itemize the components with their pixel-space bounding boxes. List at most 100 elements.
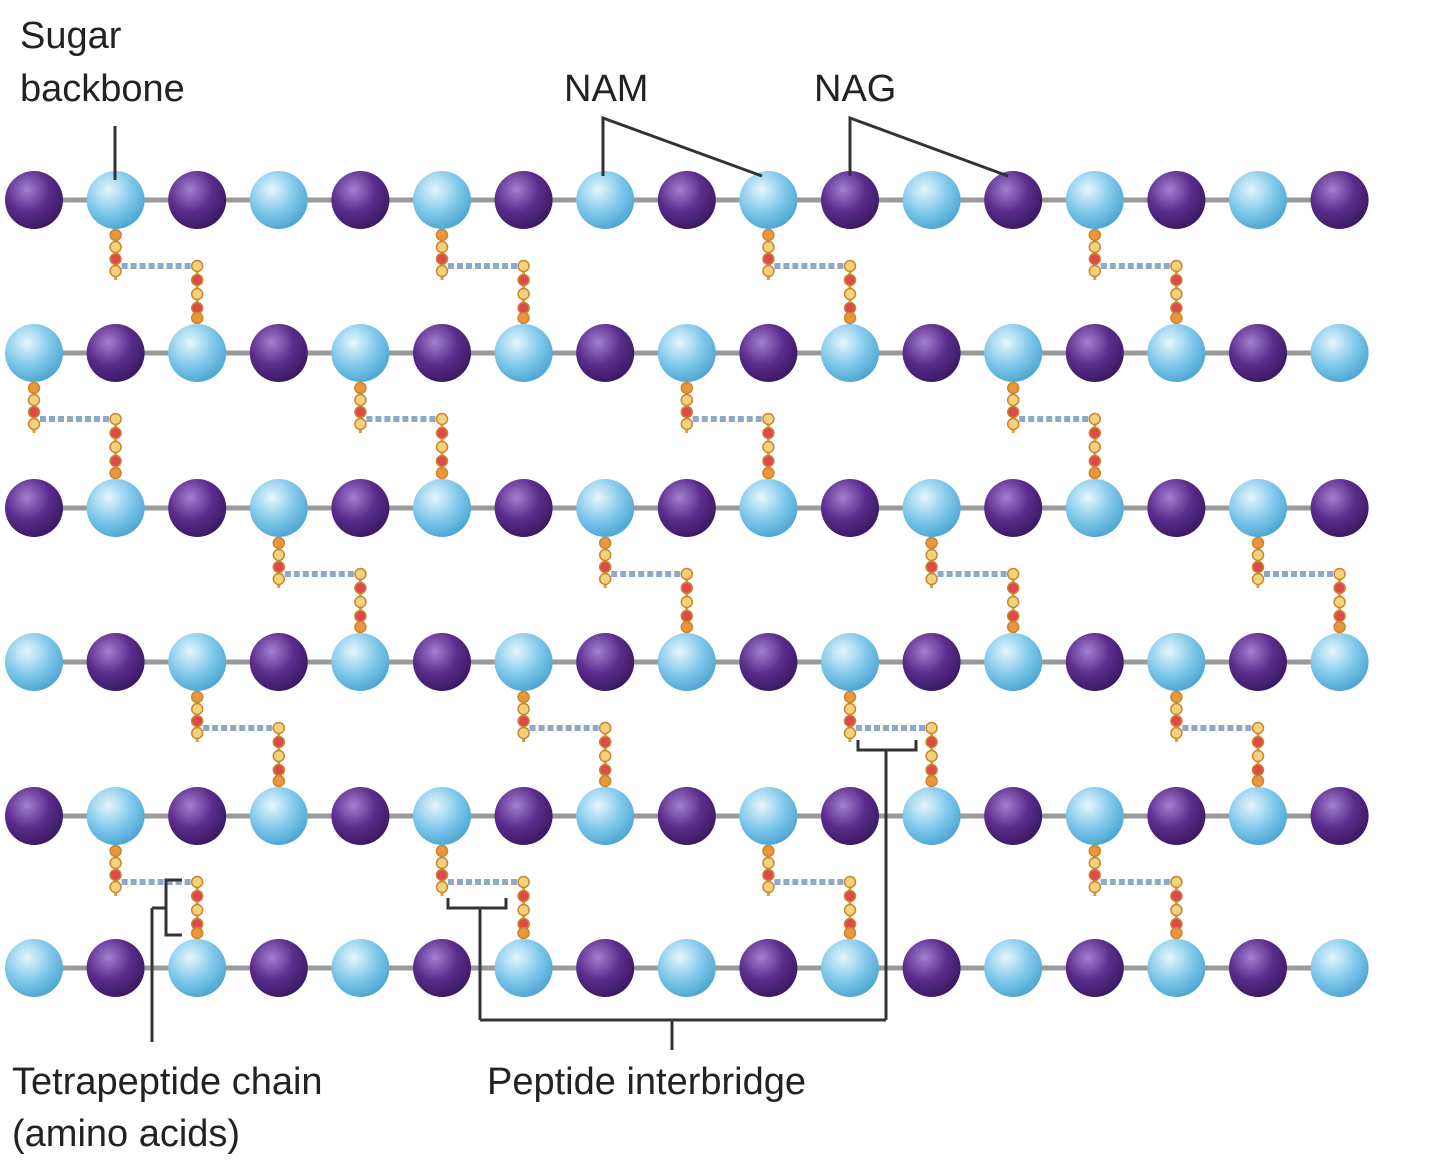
amino-acid: [190, 702, 204, 716]
label-nam: NAM: [564, 68, 648, 110]
nam-sugar-r0-c11: [902, 171, 961, 229]
amino-acid: [435, 252, 449, 266]
nag-sugar-r2-c14: [1147, 479, 1206, 537]
amino-acid: [680, 581, 694, 595]
crosslink-r2-3: [1251, 536, 1346, 634]
label-tetrapeptide-line1: Tetrapeptide chain: [12, 1061, 323, 1103]
nag-sugar-r4-c8: [657, 787, 716, 845]
amino-acid: [354, 581, 367, 595]
nag-sugar-r4-c0: [5, 787, 63, 845]
nam-sugar-r3-c0: [5, 633, 63, 691]
amino-acid: [435, 412, 449, 426]
amino-acid: [1170, 690, 1183, 704]
amino-acid: [1170, 726, 1183, 740]
amino-acid: [27, 393, 41, 407]
nam-sugar-r4-c1: [86, 787, 145, 845]
amino-acid: [354, 567, 367, 581]
amino-acid: [109, 228, 122, 242]
nag-sugar-r0-c12: [984, 171, 1043, 229]
amino-acid: [843, 702, 857, 716]
amino-acid: [272, 536, 286, 550]
amino-acid: [517, 311, 530, 325]
amino-acid: [762, 440, 775, 454]
nam-sugar-r5-c8: [657, 939, 716, 997]
crosslink-r0-2: [762, 228, 857, 325]
nag-sugar-r3-c7: [576, 633, 635, 691]
amino-acid: [190, 726, 204, 740]
crosslink-r1-0: [27, 381, 122, 480]
crosslink-r2-0: [272, 536, 367, 634]
nag-sugar-r4-c12: [984, 787, 1043, 845]
amino-acid: [843, 287, 857, 301]
nam-sugar-r3-c2: [168, 633, 227, 691]
nam-sugar-r5-c16: [1310, 939, 1369, 997]
amino-acid: [1251, 572, 1265, 586]
amino-acid: [598, 721, 612, 735]
amino-acid: [925, 536, 938, 550]
amino-acid: [435, 454, 449, 468]
amino-acid: [109, 880, 122, 894]
amino-acid: [354, 381, 367, 395]
nag-sugar-r1-c13: [1065, 324, 1124, 382]
nam-sugar-r0-c13: [1065, 171, 1124, 229]
amino-acid: [27, 417, 41, 431]
nag-sugar-r4-c6: [494, 787, 553, 845]
amino-acid: [843, 903, 857, 917]
nam-sugar-r4-c15: [1229, 787, 1287, 845]
amino-acid: [109, 412, 122, 426]
amino-acid: [190, 273, 204, 287]
amino-acid: [272, 763, 286, 777]
amino-acid: [843, 889, 857, 903]
amino-acid: [1088, 454, 1102, 468]
amino-acid: [680, 620, 694, 634]
nam-sugar-r5-c14: [1147, 939, 1206, 997]
amino-acid: [27, 405, 41, 419]
amino-acid: [435, 426, 449, 440]
nam-sugar-r3-c8: [657, 633, 716, 691]
amino-acid: [1251, 536, 1265, 550]
amino-acid: [1006, 381, 1020, 395]
nam-sugar-r3-c6: [494, 633, 553, 691]
amino-acid: [925, 749, 938, 763]
nag-sugar-r3-c9: [739, 633, 798, 691]
label-sugar-backbone-line2: backbone: [20, 68, 185, 110]
amino-acid: [517, 702, 530, 716]
nam-sugar-r3-c16: [1310, 633, 1369, 691]
amino-acid: [354, 405, 367, 419]
nam-sugar-r0-c7: [576, 171, 635, 229]
amino-acid: [354, 417, 367, 431]
amino-acid: [680, 609, 694, 623]
amino-acid: [1251, 763, 1265, 777]
nam-sugar-r1-c2: [168, 324, 227, 382]
amino-acid: [190, 690, 204, 704]
amino-acid: [435, 264, 449, 278]
amino-acid: [1170, 903, 1183, 917]
label-sugar-backbone-line1: Sugar: [20, 15, 122, 57]
nag-sugar-r2-c12: [984, 479, 1043, 537]
label-tetrapeptide: Tetrapeptide chain (amino acids): [12, 1061, 323, 1155]
amino-acid: [762, 264, 775, 278]
nag-sugar-r3-c13: [1065, 633, 1124, 691]
nag-sugar-r2-c6: [494, 479, 553, 537]
nag-sugar-r1-c11: [902, 324, 961, 382]
label-sugar-backbone: Sugar backbone: [20, 15, 185, 110]
amino-acid: [354, 609, 367, 623]
amino-acid: [1170, 875, 1183, 889]
crosslink-r4-2: [762, 844, 857, 940]
nam-sugar-r2-c13: [1065, 479, 1124, 537]
amino-acid: [843, 690, 857, 704]
amino-acid: [1251, 774, 1265, 788]
amino-acid: [435, 440, 449, 454]
nam-sugar-r4-c3: [249, 787, 308, 845]
nag-sugar-r4-c2: [168, 787, 227, 845]
nam-sugar-r2-c1: [86, 479, 145, 537]
nam-sugar-r5-c12: [984, 939, 1043, 997]
amino-acid: [109, 454, 122, 468]
amino-acid: [762, 466, 775, 480]
amino-acid: [1170, 926, 1183, 940]
crosslink-r1-2: [680, 381, 775, 480]
nam-sugar-r1-c4: [331, 324, 390, 382]
amino-acid: [598, 735, 612, 749]
nag-sugar-r2-c4: [331, 479, 390, 537]
amino-acid: [109, 868, 122, 882]
